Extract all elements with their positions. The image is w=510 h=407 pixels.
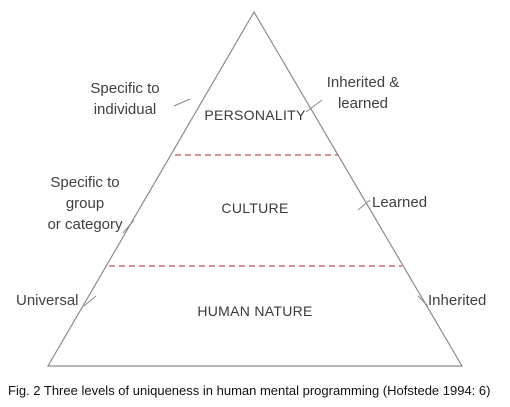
leader-right-culture [357,199,371,211]
left-label-personality-line-1: Specific to [90,80,160,97]
left-label-human-nature: Universal [16,290,79,311]
left-label-culture-line-1: Specific to [50,174,120,191]
leader-right-personality [305,99,323,113]
left-label-culture-line-3: or category [47,216,123,233]
right-label-human-nature: Inherited [428,290,486,311]
left-label-personality-line-2: individual [93,101,157,118]
layer-label-culture: CULTURE [221,200,289,216]
left-label-human-nature-line-1: Universal [16,292,79,309]
pyramid-diagram [46,10,464,367]
figure-caption: Fig. 2 Three levels of uniqueness in hum… [8,383,491,398]
left-label-personality: Specific to individual [62,78,188,120]
right-label-personality: Inherited & learned [316,72,410,114]
right-label-human-nature-line-1: Inherited [428,292,487,309]
leader-left-personality [173,98,191,107]
leader-left-culture [122,219,135,234]
right-label-culture: Learned [372,192,427,213]
leader-right-human-nature [417,295,429,307]
right-label-culture-line-1: Learned [372,194,428,211]
left-label-culture: Specific to group or category [32,172,138,235]
pyramid-outline [46,10,464,367]
left-label-culture-line-2: group [65,195,105,212]
layer-label-personality: PERSONALITY [204,107,306,123]
right-label-personality-line-2: learned [337,95,389,112]
leader-left-human-nature [83,295,97,307]
layer-label-human-nature: HUMAN NATURE [197,303,313,319]
right-label-personality-line-1: Inherited & [326,74,400,91]
